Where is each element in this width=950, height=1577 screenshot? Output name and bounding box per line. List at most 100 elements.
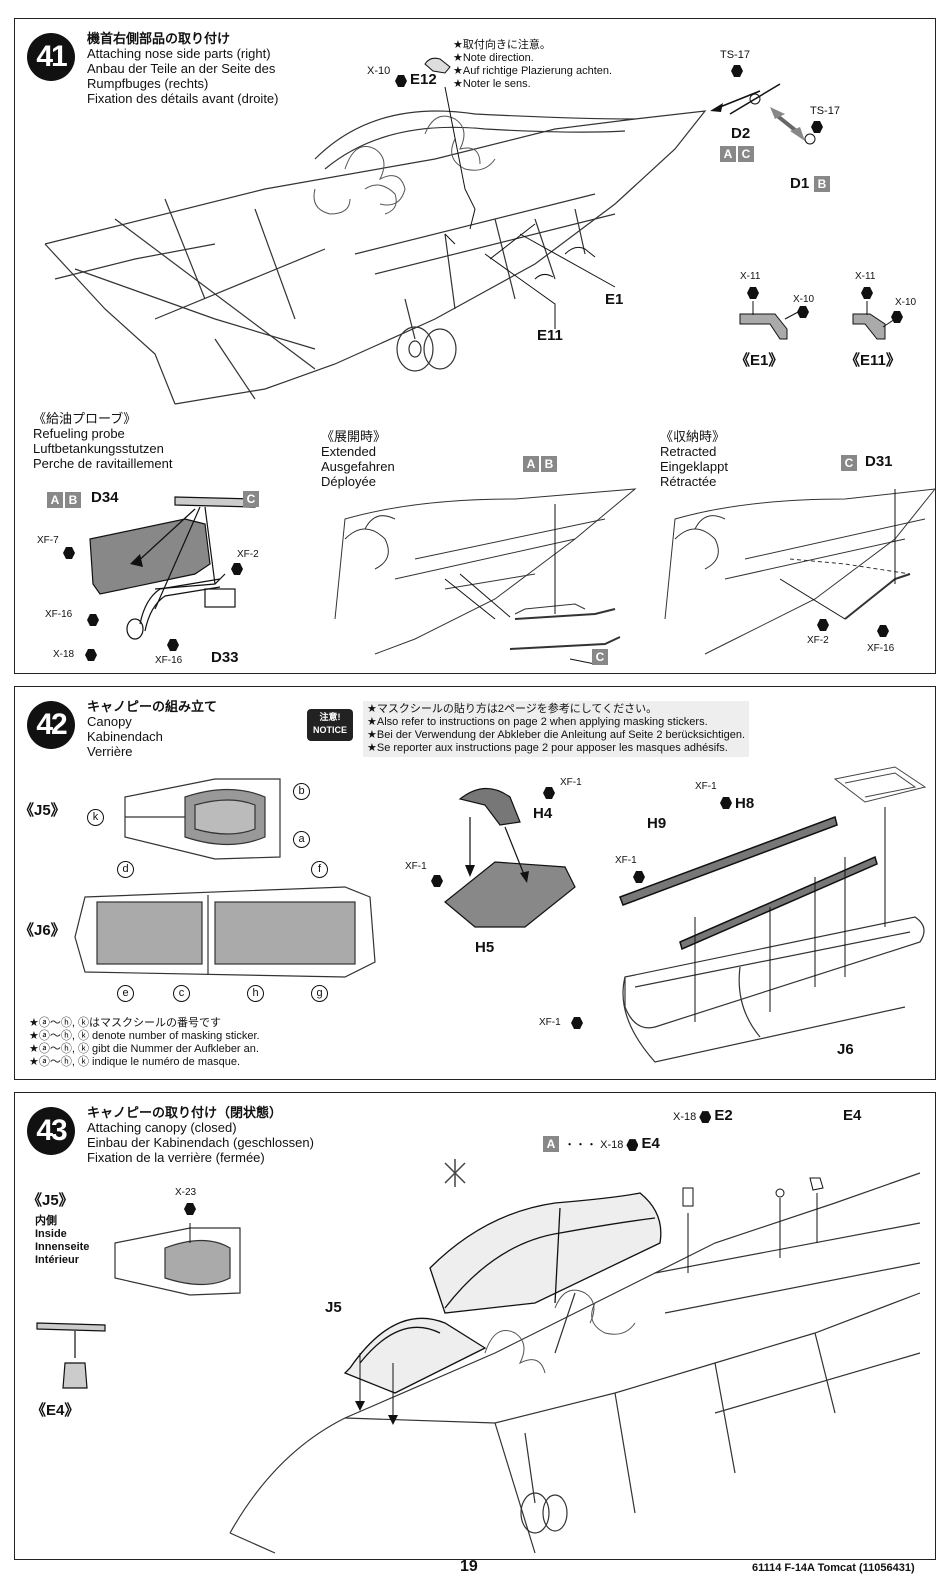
step-43-title-jp: キャノピーの取り付け（閉状態）	[87, 1105, 283, 1120]
badge-c: C	[592, 649, 608, 665]
xf1-b-label: XF-1	[405, 861, 427, 872]
paint-hex-icon	[63, 547, 75, 559]
paint-hex-icon	[571, 1017, 583, 1029]
step-42-title-en: Canopy	[87, 714, 132, 729]
paint-hex-icon	[431, 875, 443, 887]
extended-fr: Déployée	[321, 474, 376, 489]
dots: ・・・	[564, 1139, 598, 1151]
note-jp: ★マスクシールの貼り方は2ページを参考にしてください。	[367, 703, 658, 715]
badge-c: C	[738, 146, 754, 162]
step-41-title-fr: Fixation des détails avant (droite)	[87, 91, 279, 106]
ts17-top-label: TS-17	[720, 49, 750, 61]
badge-c: C	[841, 455, 857, 471]
part-e2: E2	[714, 1107, 733, 1124]
step-43-title-de: Einbau der Kabinendach (geschlossen)	[87, 1135, 314, 1150]
inside-jp: 内側	[35, 1215, 57, 1227]
mask-d: d	[117, 861, 134, 878]
part-d33: D33	[211, 649, 239, 666]
paint-hex-icon	[231, 563, 243, 575]
paint-hex-icon	[817, 619, 829, 631]
ts17-right-label: TS-17	[810, 105, 840, 117]
x18-a-label: X-18	[600, 1139, 624, 1151]
part-e4-b: E4	[843, 1107, 862, 1124]
step-43-title-en: Attaching canopy (closed)	[87, 1120, 237, 1135]
ret-xf16-label: XF-16	[867, 643, 895, 654]
step-42-drawing	[74, 766, 927, 1063]
part-h4: H4	[533, 805, 553, 822]
step-42-notes: ★マスクシールの貼り方は2ページを参考にしてください。 ★Also refer …	[363, 701, 749, 757]
mask-a: a	[293, 831, 310, 848]
ret-xf2-label: XF-2	[807, 635, 829, 646]
detail-e1-label: 《E1》	[735, 352, 784, 369]
paint-hex-icon	[633, 871, 645, 883]
xf7-label: XF-7	[37, 535, 59, 546]
xf16b-label: XF-16	[155, 655, 183, 666]
detail-e11-label: 《E11》	[845, 352, 901, 369]
part-d2: D2	[731, 125, 751, 142]
part-d34: D34	[91, 489, 119, 506]
paint-hex-icon	[395, 75, 407, 87]
page-number: 19	[460, 1558, 478, 1575]
note-jp: ★取付向きに注意。	[453, 39, 551, 51]
probe-title: 《給油プローブ》 Refueling probe Luftbetankungss…	[33, 411, 172, 471]
xf1-c-label: XF-1	[695, 781, 717, 792]
paint-hex-icon	[811, 121, 823, 133]
mask-b: b	[293, 783, 310, 800]
detail-j5-label: 《J5》	[27, 1192, 74, 1209]
mask-note-en: ★ⓐ～ⓗ, ⓚ denote number of masking sticker…	[29, 1030, 260, 1042]
probe-title-de: Luftbetankungsstutzen	[33, 441, 164, 456]
xf1-d-label: XF-1	[615, 855, 637, 866]
badge-c: C	[243, 491, 259, 507]
notice-jp: 注意!	[319, 712, 341, 722]
detail-j5-label: 《J5》	[19, 802, 66, 819]
step-41-title-de: Anbau der Teile an der Seite des	[87, 61, 276, 76]
step-43-panel: 43 キャノピーの取り付け（閉状態） Attaching canopy (clo…	[14, 1092, 936, 1560]
mask-k: k	[87, 809, 104, 826]
x18-b-label: X-18	[673, 1111, 697, 1123]
e4-callout-a: A ・・・ X-18 E4	[543, 1135, 660, 1152]
badge-b: B	[814, 176, 830, 192]
notice-badge: 注意! NOTICE	[307, 709, 353, 741]
inside-de: Innenseite	[35, 1241, 90, 1253]
part-h9: H9	[647, 815, 667, 832]
mask-c: c	[173, 985, 190, 1002]
step-41-title-jp: 機首右側部品の取り付け	[87, 31, 231, 46]
notice-en: NOTICE	[312, 725, 347, 735]
note-fr: ★Noter le sens.	[453, 78, 531, 90]
part-j6: J6	[837, 1041, 854, 1058]
step-41-title-de2: Rumpfbuges (rechts)	[87, 76, 209, 91]
retracted-title: 《収納時》 Retracted Eingeklappt Rétractée	[660, 429, 728, 489]
xf1-e-label: XF-1	[539, 1017, 561, 1028]
xf16a-label: XF-16	[45, 609, 73, 620]
paint-x10-label: X-10	[367, 65, 391, 77]
badge-b: B	[65, 492, 81, 508]
badge-a: A	[523, 456, 539, 472]
paint-hex-icon	[87, 614, 99, 626]
detail-e4-label: 《E4》	[31, 1402, 80, 1419]
step-41-notes: ★取付向きに注意。 ★Note direction. ★Auf richtige…	[453, 39, 612, 91]
mask-h: h	[247, 985, 264, 1002]
e1-x10-label: X-10	[793, 294, 815, 305]
part-j5: J5	[325, 1299, 342, 1316]
part-d1: D1	[790, 175, 810, 192]
x18-label: X-18	[53, 649, 75, 660]
extended-en: Extended	[321, 444, 376, 459]
inside-en: Inside	[35, 1228, 67, 1240]
paint-hex-icon	[184, 1203, 196, 1215]
paint-hex-icon	[861, 287, 873, 299]
xf1-a-label: XF-1	[560, 777, 582, 788]
step-41-title-en: Attaching nose side parts (right)	[87, 46, 271, 61]
step-41-drawing	[44, 57, 935, 665]
paint-hex-icon	[85, 649, 97, 661]
mask-note-jp: ★ⓐ～ⓗ, ⓚはマスクシールの番号です	[29, 1017, 221, 1029]
note-de: ★Bei der Verwendung der Abkleber die Anl…	[367, 729, 745, 741]
step-43-title-fr: Fixation de la verrière (fermée)	[87, 1150, 265, 1165]
detail-j6-label: 《J6》	[19, 922, 66, 939]
extended-title: 《展開時》 Extended Ausgefahren Déployée	[321, 429, 395, 489]
e11-x11-label: X-11	[855, 271, 876, 282]
step-43-title: キャノピーの取り付け（閉状態） Attaching canopy (closed…	[87, 1105, 314, 1165]
part-e11: E11	[537, 327, 563, 344]
retracted-de: Eingeklappt	[660, 459, 728, 474]
